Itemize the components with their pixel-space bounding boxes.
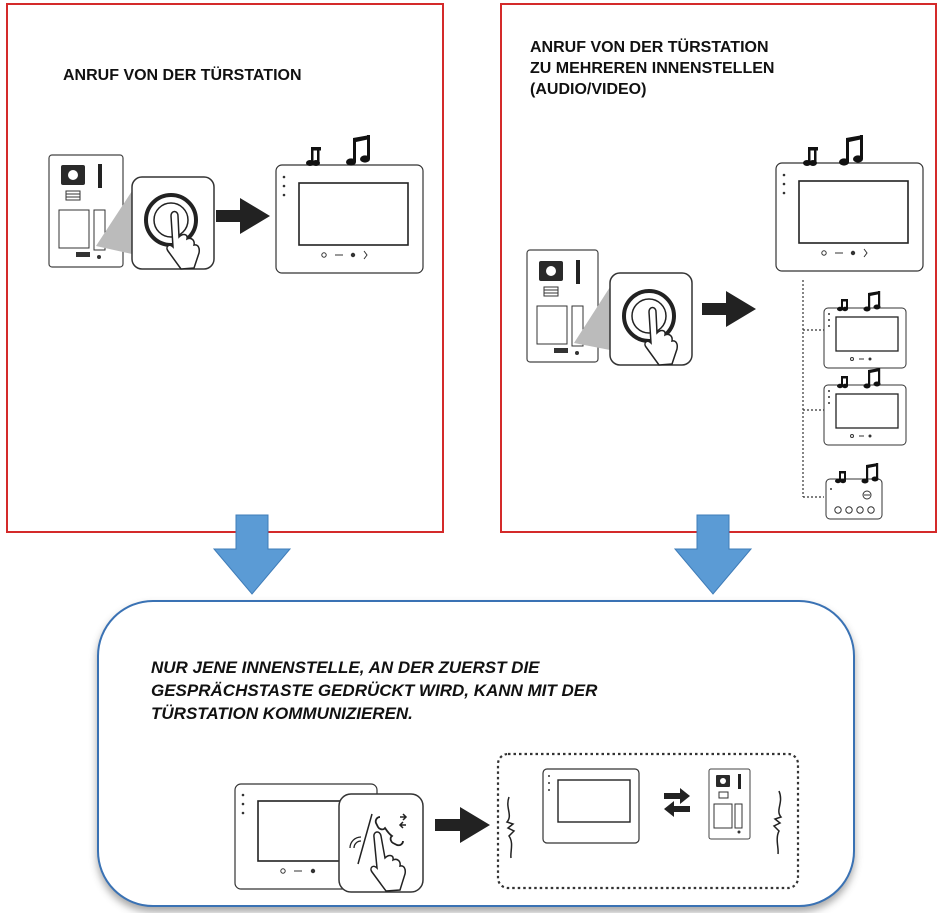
music-note-icon — [803, 147, 818, 166]
music-note-icon — [839, 135, 863, 166]
blue-down-arrow-icon — [212, 514, 292, 595]
pressing-finger-icon — [644, 306, 678, 366]
speaking-face-icon — [505, 796, 516, 859]
result-text: NUR JENE INNENSTELLE, AN DER ZUERST DIE … — [151, 656, 791, 725]
door-station-icon — [48, 154, 124, 268]
black-arrow-icon — [435, 807, 490, 843]
music-note-icon — [346, 135, 370, 166]
panel-single-call: ANRUF VON DER TÜRSTATION — [6, 3, 444, 533]
music-note-icon — [837, 299, 848, 312]
black-arrow-icon — [702, 291, 756, 327]
panel-right-title-line-2: ZU MEHREREN INNENSTELLEN — [530, 60, 775, 77]
indoor-monitor-icon — [275, 164, 424, 274]
result-text-line-1: NUR JENE INNENSTELLE, AN DER ZUERST DIE — [151, 658, 540, 677]
panel-left-title: ANRUF VON DER TÜRSTATION — [63, 65, 302, 86]
music-note-icon — [863, 368, 881, 389]
bidirectional-arrows-icon — [664, 788, 690, 817]
small-monitor-icon — [823, 384, 907, 446]
indoor-monitor-icon — [775, 162, 924, 272]
audio-intercom-icon — [825, 478, 883, 520]
panel-multi-call: ANRUF VON DER TÜRSTATION ZU MEHREREN INN… — [500, 3, 937, 533]
music-note-icon — [306, 147, 321, 166]
indoor-monitor-icon — [542, 768, 640, 844]
result-callout: NUR JENE INNENSTELLE, AN DER ZUERST DIE … — [97, 600, 855, 907]
panel-left-illustration — [48, 135, 424, 274]
zoom-wedge — [96, 191, 132, 254]
blue-down-arrow-icon — [673, 514, 753, 595]
panel-right-title-line-1: ANRUF VON DER TÜRSTATION — [530, 39, 769, 56]
panel-right-title-line-3: (AUDIO/VIDEO) — [530, 81, 647, 98]
pressing-finger-icon — [166, 210, 200, 270]
distribution-line — [802, 280, 824, 498]
result-text-line-2: GESPRÄCHSTASTE GEDRÜCKT WIRD, KANN MIT D… — [151, 681, 598, 700]
black-arrow-icon — [216, 198, 270, 234]
music-note-icon — [835, 471, 846, 484]
panel-left-title-line: ANRUF VON DER TÜRSTATION — [63, 67, 302, 84]
result-text-line-3: TÜRSTATION KOMMUNIZIEREN. — [151, 704, 413, 723]
communication-box — [496, 752, 800, 890]
pressing-finger-icon — [370, 831, 406, 892]
door-station-icon — [708, 768, 751, 840]
music-note-icon — [861, 463, 879, 484]
zoom-wedge — [574, 287, 610, 350]
music-note-icon — [837, 376, 848, 389]
music-note-icon — [863, 291, 881, 312]
speaking-face-icon — [772, 790, 783, 855]
small-monitor-icon — [823, 307, 907, 369]
panel-right-illustration — [526, 135, 924, 520]
panel-right-title: ANRUF VON DER TÜRSTATION ZU MEHREREN INN… — [530, 37, 910, 100]
